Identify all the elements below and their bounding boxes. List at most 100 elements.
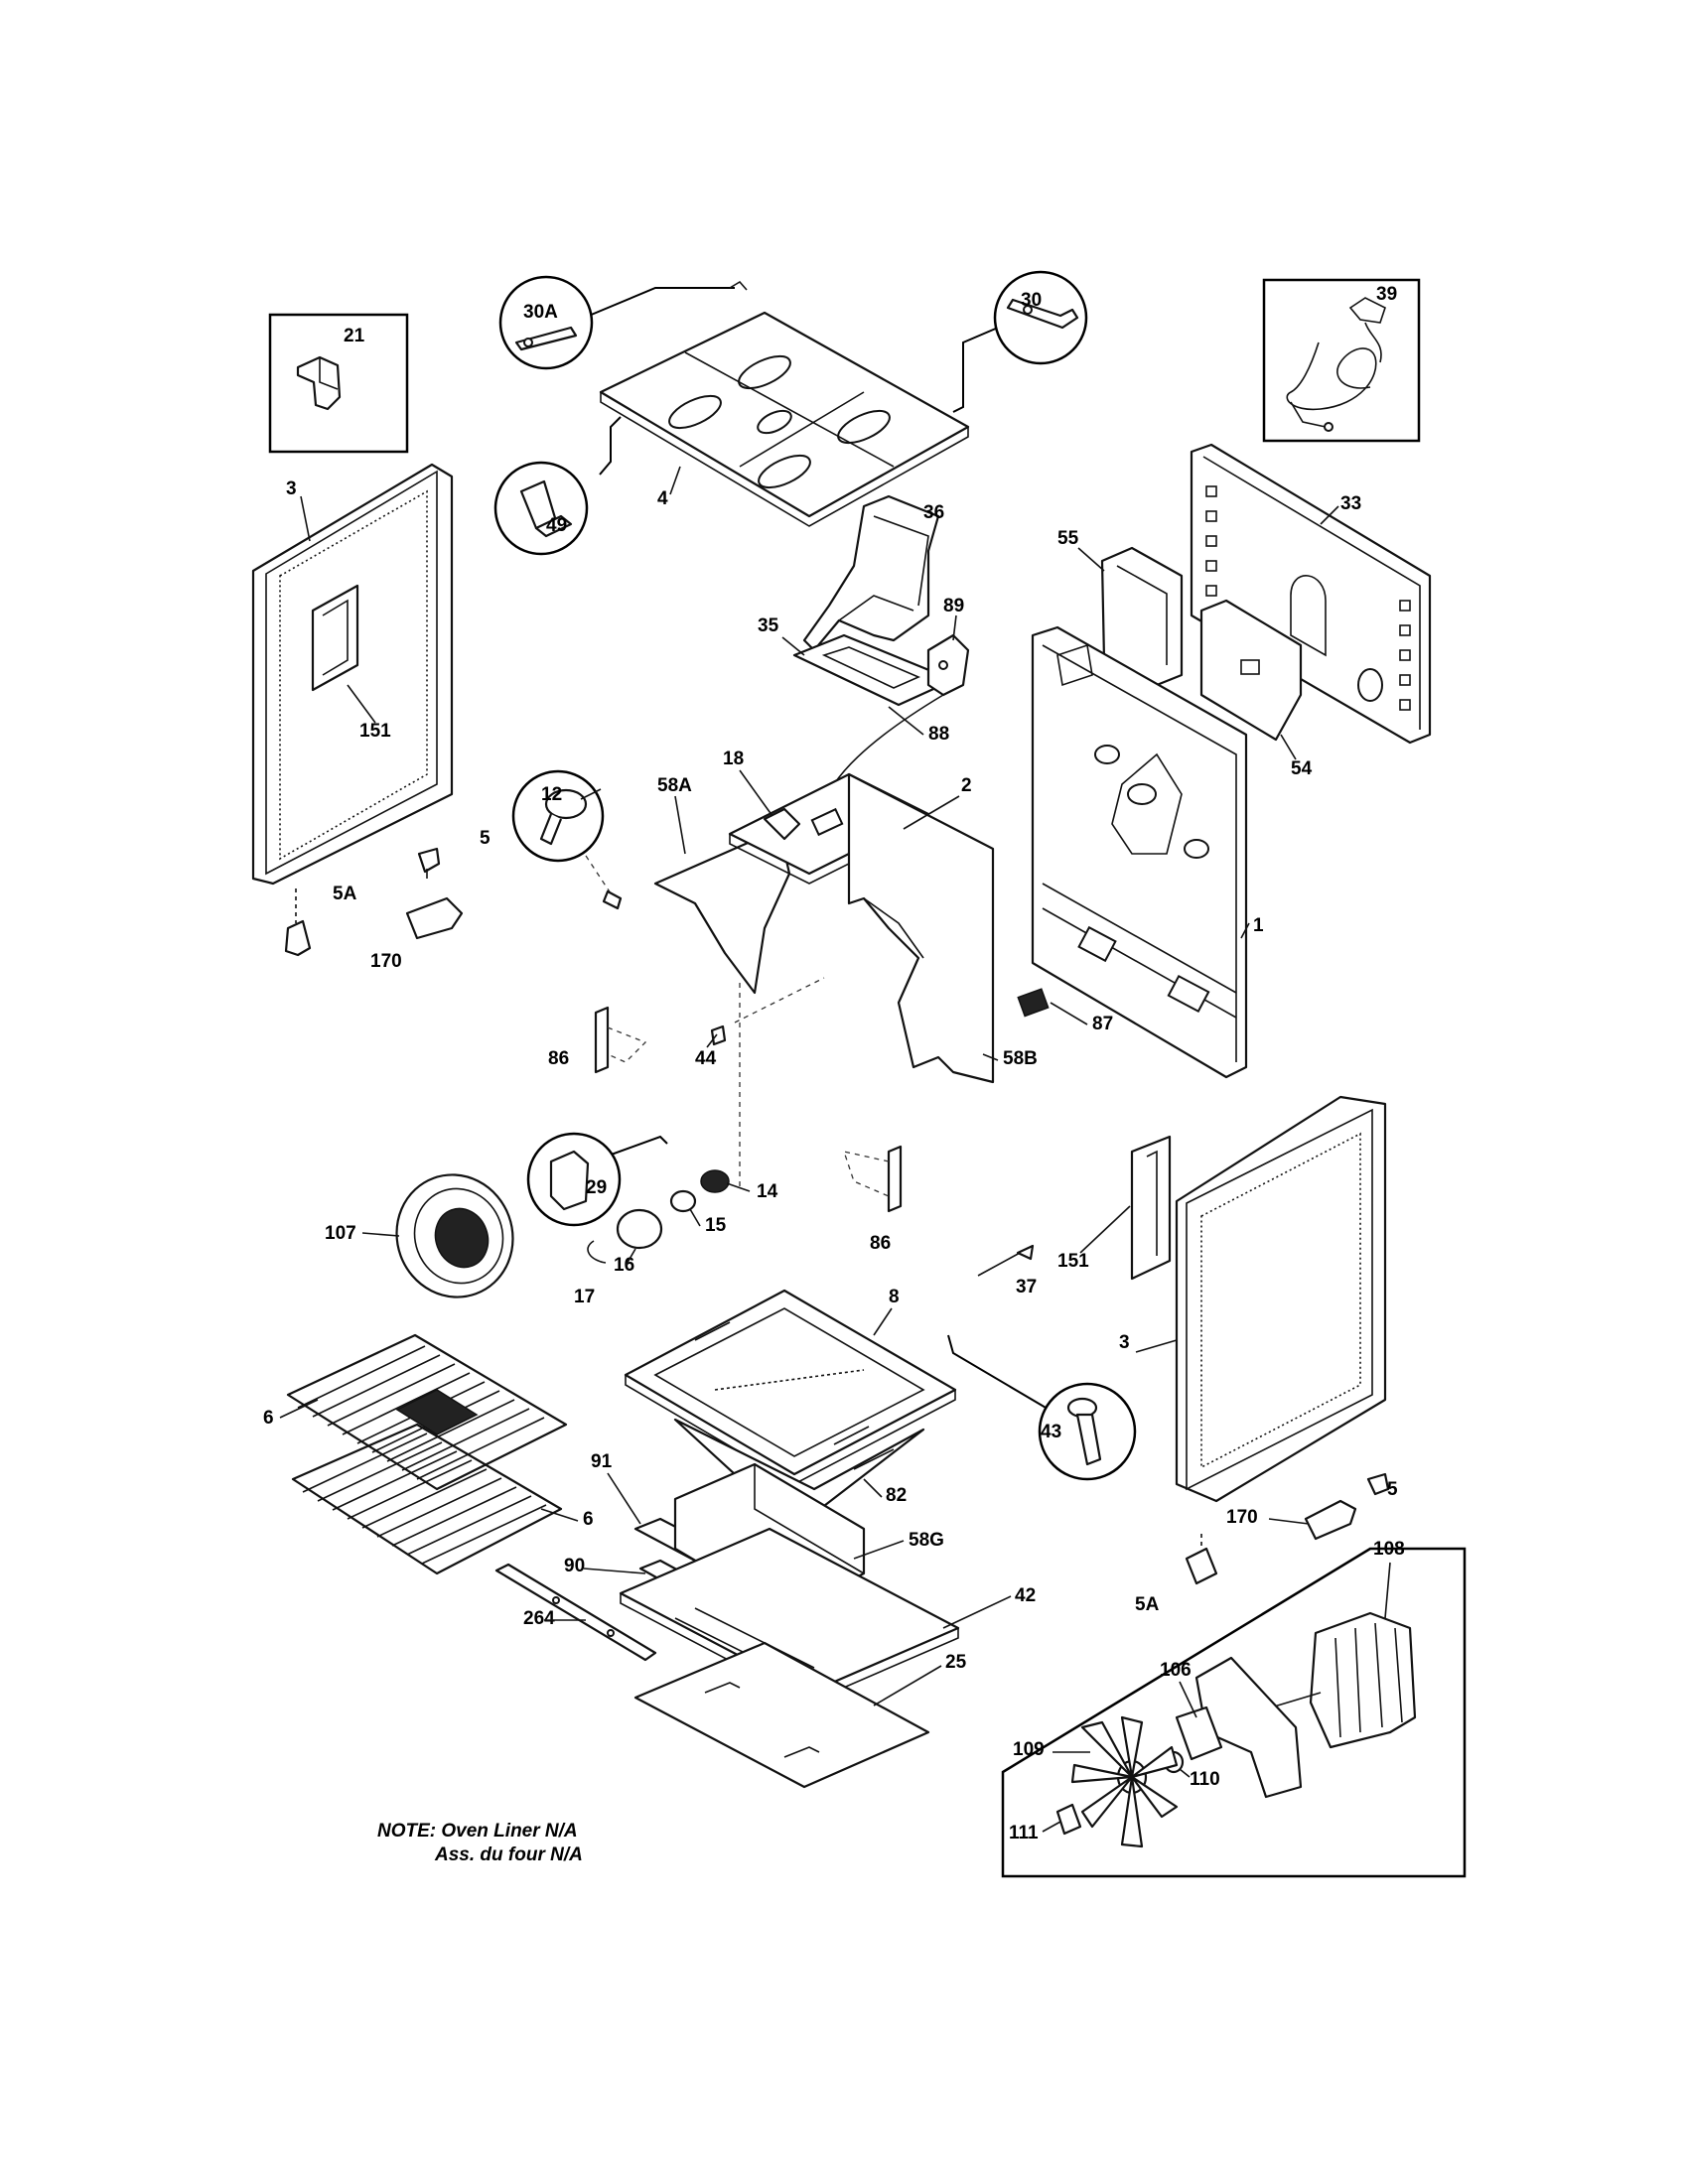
part-6-oven-rack-lower — [291, 1423, 563, 1575]
callout-16: 16 — [614, 1255, 634, 1276]
callout-264: 264 — [523, 1608, 555, 1629]
part-5-screw-right — [1366, 1472, 1390, 1496]
part-30A-bracket — [498, 275, 748, 370]
part-170-bracket-left — [405, 896, 464, 940]
part-30-bracket — [952, 270, 1088, 413]
part-43-bolt — [947, 1334, 1137, 1481]
callout-88: 88 — [928, 724, 949, 745]
callout-3-upper: 3 — [286, 478, 297, 499]
part-107-fan-cover — [395, 1173, 514, 1298]
part-18-bracket — [763, 807, 801, 841]
callout-39: 39 — [1376, 284, 1397, 305]
part-44-clip — [710, 977, 825, 1191]
callout-labels: 21 30A 30 39 49 4 3 36 33 55 89 35 88 15… — [263, 284, 1405, 1843]
callout-18: 18 — [723, 749, 744, 769]
callout-106: 106 — [1160, 1660, 1192, 1681]
part-convection-fan-inset — [1001, 1547, 1467, 1878]
part-5-screw-left — [417, 847, 441, 879]
part-4-burner-box — [599, 311, 970, 527]
note-line-2: Ass. du four N/A — [434, 1844, 583, 1865]
callout-86-upper: 86 — [548, 1048, 569, 1069]
part-111-nut — [1055, 1803, 1082, 1836]
callout-109: 109 — [1013, 1739, 1045, 1760]
part-264-kick-plate — [494, 1563, 657, 1662]
callout-6-lower: 6 — [583, 1509, 594, 1530]
callout-29: 29 — [586, 1177, 607, 1198]
callout-12: 12 — [541, 784, 562, 805]
callout-170-upper: 170 — [370, 951, 402, 972]
callout-151-upper: 151 — [359, 721, 391, 742]
part-86-bracket-lower — [843, 1145, 903, 1213]
callout-14: 14 — [757, 1181, 778, 1202]
footnote: NOTE: Oven Liner N/A Ass. du four N/A — [377, 1821, 583, 1865]
callout-54: 54 — [1291, 758, 1313, 779]
callout-15: 15 — [705, 1215, 727, 1236]
callout-33: 33 — [1340, 493, 1361, 514]
callout-5A-upper: 5A — [333, 884, 357, 904]
callout-21: 21 — [344, 326, 365, 346]
callout-37: 37 — [1016, 1277, 1037, 1297]
part-39-power-cord-inset — [1262, 278, 1421, 443]
leader-lines — [279, 466, 1391, 1833]
callout-108: 108 — [1373, 1539, 1405, 1560]
callout-86-lower: 86 — [870, 1233, 891, 1254]
callout-91: 91 — [591, 1451, 613, 1472]
part-3-side-panel-right — [1175, 1095, 1387, 1503]
callout-5A-lower: 5A — [1135, 1594, 1160, 1615]
part-29-lamp-socket — [526, 1132, 668, 1227]
callout-8: 8 — [889, 1287, 900, 1307]
part-16-lamp-cover — [616, 1208, 663, 1250]
callout-110: 110 — [1190, 1769, 1220, 1790]
part-14-lamp-receptacle — [700, 1169, 730, 1193]
callout-2: 2 — [961, 775, 972, 796]
part-37-wire — [977, 1244, 1035, 1277]
callout-44: 44 — [695, 1048, 717, 1069]
callout-89: 89 — [943, 596, 964, 616]
callout-43: 43 — [1041, 1422, 1061, 1442]
part-17-wire-retainer — [587, 1240, 607, 1264]
callout-111: 111 — [1009, 1823, 1039, 1843]
part-87-terminal-block — [1017, 988, 1050, 1018]
callout-107: 107 — [325, 1223, 356, 1244]
callout-90: 90 — [564, 1556, 585, 1576]
part-5A-leveler-left — [284, 888, 312, 957]
callout-55: 55 — [1057, 528, 1079, 549]
part-21-inset — [268, 313, 409, 454]
callout-36: 36 — [923, 502, 944, 523]
callout-82: 82 — [886, 1485, 907, 1506]
callout-30: 30 — [1021, 290, 1042, 311]
callout-58G: 58G — [909, 1530, 944, 1551]
part-106-fan-bracket — [1175, 1656, 1303, 1799]
callout-5-lower: 5 — [1387, 1479, 1398, 1500]
part-1-back-panel — [1031, 625, 1248, 1079]
part-49-bracket — [493, 416, 622, 556]
part-5A-leveler-right — [1185, 1534, 1218, 1585]
part-86-bracket-upper — [594, 1006, 647, 1074]
callout-30A: 30A — [523, 302, 558, 323]
callout-1: 1 — [1253, 915, 1264, 936]
callout-58A: 58A — [657, 775, 692, 796]
callout-151-lower: 151 — [1057, 1251, 1089, 1272]
callout-170-lower: 170 — [1226, 1507, 1258, 1528]
callout-87: 87 — [1092, 1014, 1113, 1034]
part-108-fan-motor — [1270, 1611, 1417, 1749]
part-36-vent-duct — [802, 494, 940, 652]
part-54-bracket — [1199, 599, 1303, 742]
callout-4: 4 — [657, 488, 668, 509]
callout-17: 17 — [574, 1287, 595, 1307]
part-58B-insulation — [847, 772, 995, 1084]
callout-25: 25 — [945, 1652, 967, 1673]
note-line-1: NOTE: Oven Liner N/A — [377, 1821, 578, 1842]
part-12-oven-sensor — [511, 769, 623, 910]
part-170-bracket-right — [1304, 1499, 1357, 1541]
part-109-fan-blade — [1070, 1715, 1179, 1848]
callout-5-upper: 5 — [480, 828, 491, 849]
part-33-rear-panel — [1190, 443, 1432, 745]
callout-42: 42 — [1015, 1585, 1036, 1606]
callout-3-lower: 3 — [1119, 1332, 1130, 1353]
callout-6-upper: 6 — [263, 1408, 274, 1429]
part-151-bracket-right — [1130, 1135, 1172, 1281]
part-25-bottom-cover — [633, 1641, 930, 1789]
part-8-oven-bottom — [624, 1289, 957, 1485]
